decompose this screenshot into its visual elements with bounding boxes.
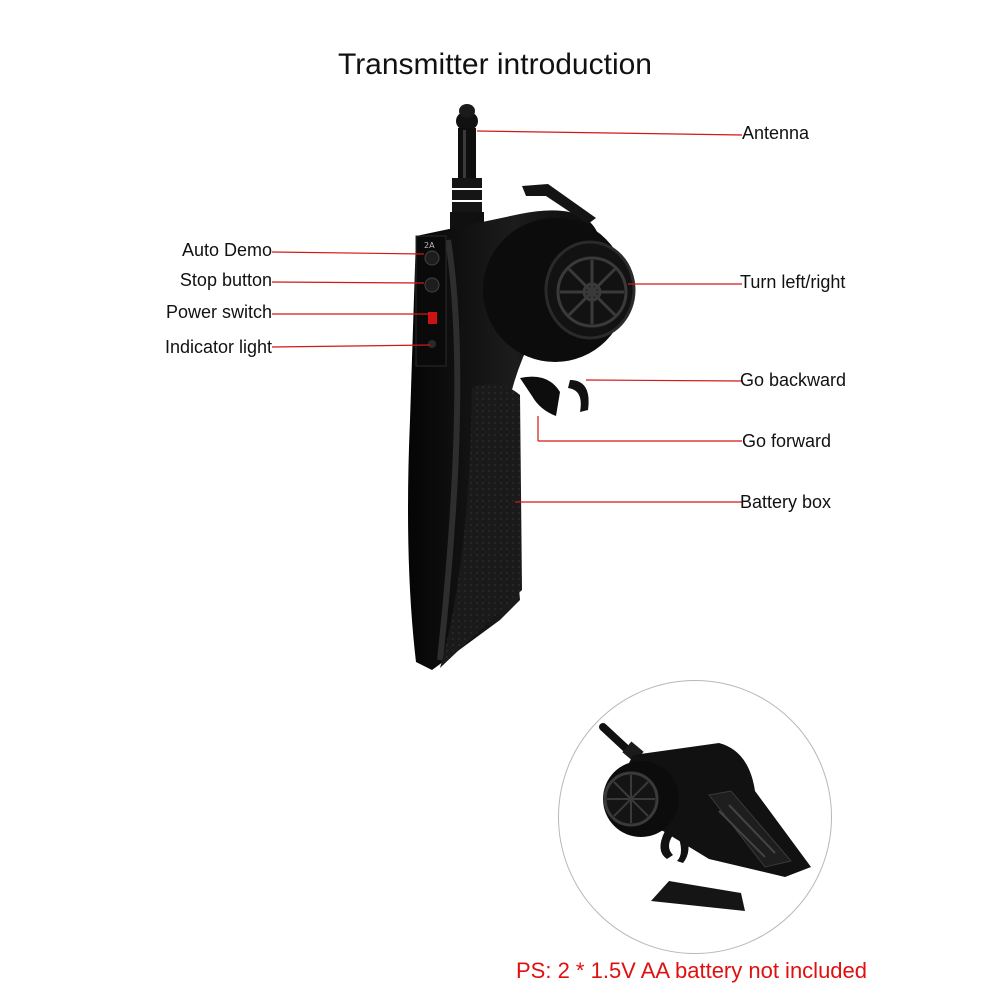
label-go-backward: Go backward xyxy=(740,370,847,390)
svg-text:2A: 2A xyxy=(424,241,435,250)
battery-box-grip xyxy=(440,384,522,668)
label-antenna: Antenna xyxy=(742,123,810,143)
label-go-forward: Go forward xyxy=(742,431,832,451)
auto-demo-btn xyxy=(424,250,440,266)
trigger xyxy=(520,376,560,416)
leader-lines xyxy=(271,130,743,503)
label-indicator-light: Indicator light xyxy=(164,337,272,357)
label-turn-left-right: Turn left/right xyxy=(740,272,846,292)
stop-btn xyxy=(424,277,440,293)
battery-note: PS: 2 * 1.5V AA battery not included xyxy=(516,958,868,983)
indicator-light-dot xyxy=(428,340,436,348)
label-battery-box: Battery box xyxy=(740,492,832,512)
battery-inset-photo xyxy=(558,680,832,954)
label-power-switch: Power switch xyxy=(165,302,272,322)
label-auto-demo: Auto Demo xyxy=(181,240,272,260)
power-switch-knob xyxy=(428,312,437,324)
page-title: Transmitter introduction xyxy=(337,48,652,81)
label-stop-button: Stop button xyxy=(179,270,272,290)
antenna-part xyxy=(450,104,484,234)
steering-wheel xyxy=(556,256,628,328)
